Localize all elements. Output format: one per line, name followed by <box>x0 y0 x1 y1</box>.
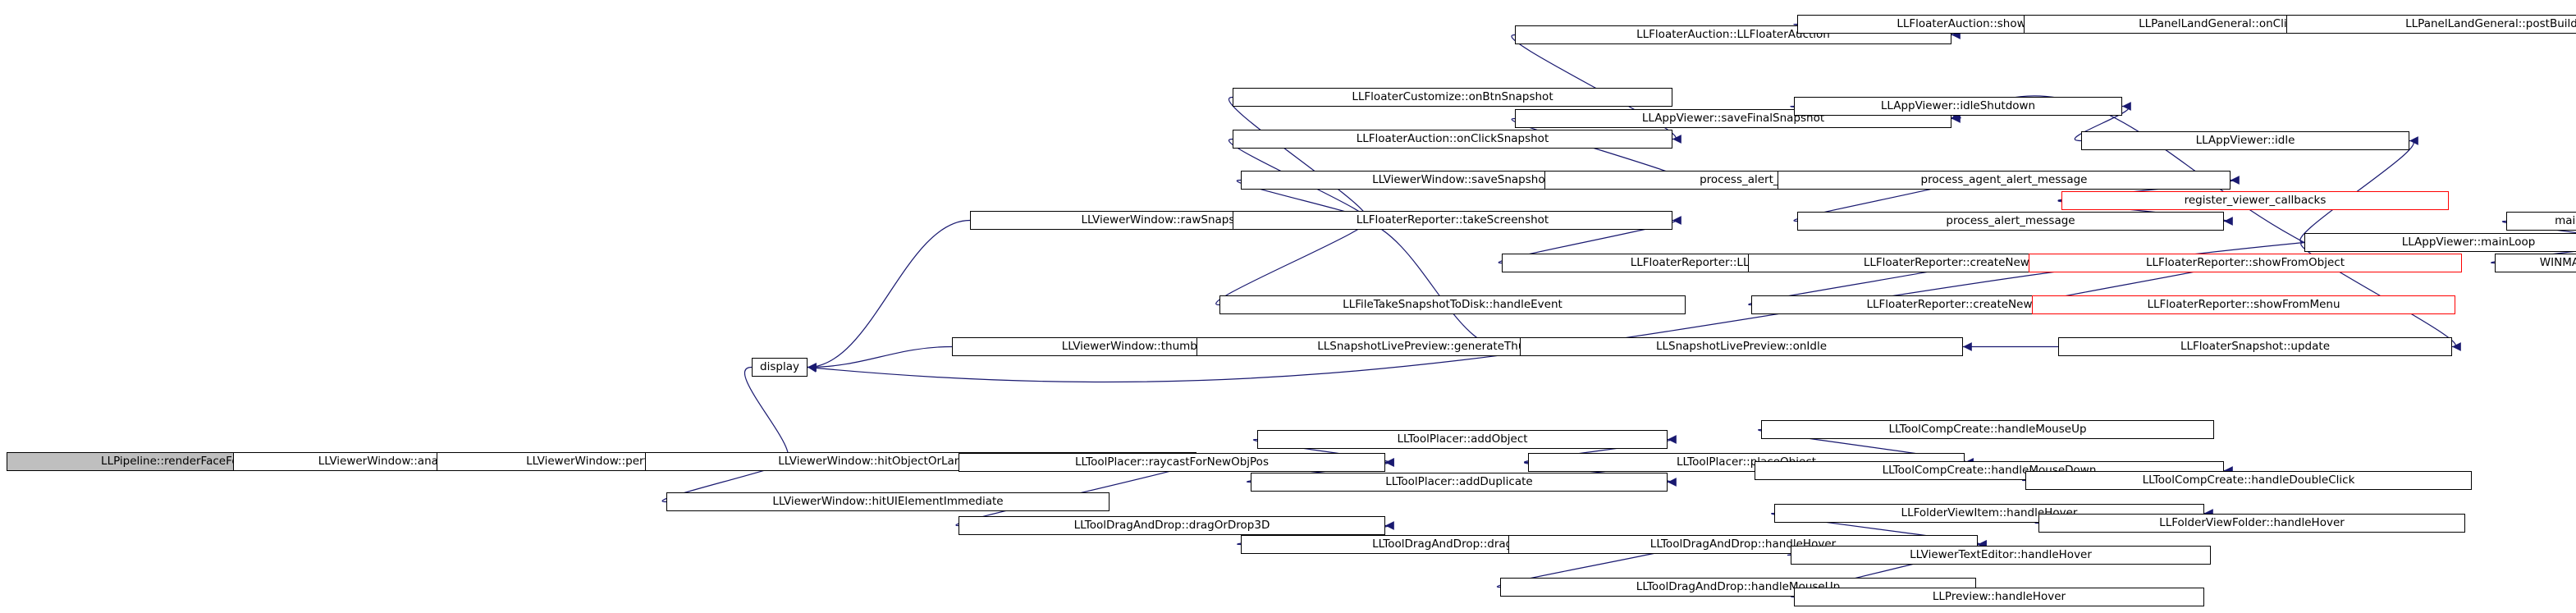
node-process-agent-alert-message[interactable]: process_agent_alert_message <box>1778 171 2231 190</box>
edge-placeObject-to-addDuplicate <box>1524 461 1677 487</box>
node-label: LLFloaterReporter::showFromMenu <box>2147 298 2340 311</box>
node-label: LLViewerTextEditor::handleHover <box>1910 548 2092 561</box>
node-label: LLToolCompCreate::handleDoubleClick <box>2142 473 2355 487</box>
node-app-idle[interactable]: LLAppViewer::idle <box>2081 131 2409 150</box>
node-label: LLViewerWindow::rawSnapshot <box>1081 213 1253 226</box>
node-label: LLToolPlacer::addDuplicate <box>1385 475 1533 488</box>
node-folder-view-folder-hover[interactable]: LLFolderViewFolder::handleHover <box>2038 514 2465 533</box>
edge-handleEvent-to-rawSnapshot <box>1215 216 1373 306</box>
node-label: LLToolDragAndDrop::dragOrDrop <box>1372 538 1553 551</box>
node-add-duplicate[interactable]: LLToolPlacer::addDuplicate <box>1251 473 1668 492</box>
edge-winmain-to-mainLoop <box>2491 250 2576 264</box>
node-show-from-menu[interactable]: LLFloaterReporter::showFromMenu <box>2032 295 2455 314</box>
node-label: LLPreview::handleHover <box>1932 590 2066 603</box>
node-label: LLFloaterAuction::onClickSnapshot <box>1356 132 1549 145</box>
edge-display-to-performPick <box>744 366 790 466</box>
node-register-viewer-callbacks[interactable]: register_viewer_callbacks <box>2061 191 2449 210</box>
node-label: register_viewer_callbacks <box>2184 194 2327 207</box>
node-label: LLFloaterReporter::takeScreenshot <box>1356 213 1549 226</box>
node-label: LLToolPlacer::addObject <box>1397 432 1528 446</box>
node-on-idle[interactable]: LLSnapshotLivePreview::onIdle <box>1520 337 1963 356</box>
node-handle-event[interactable]: LLFileTakeSnapshotToDisk::handleEvent <box>1219 295 1686 314</box>
node-label: LLToolCompCreate::handleMouseUp <box>1888 423 2087 436</box>
node-label: process_alert_message <box>1946 214 2075 227</box>
edge-addDuplicate-to-raycastForNewObjPos <box>1247 458 1394 483</box>
node-text-editor-hover[interactable]: LLViewerTextEditor::handleHover <box>1791 546 2211 565</box>
node-label: display <box>760 360 799 373</box>
edge-rawSnapshot-to-display <box>807 219 971 372</box>
node-label: LLFloaterCustomize::onBtnSnapshot <box>1352 90 1553 103</box>
node-drag-or-drop3-d[interactable]: LLToolDragAndDrop::dragOrDrop3D <box>959 516 1385 535</box>
node-show-from-object[interactable]: LLFloaterReporter::showFromObject <box>2029 254 2462 272</box>
node-preview-hover[interactable]: LLPreview::handleHover <box>1794 588 2204 606</box>
node-label: process_alert_core <box>1700 173 1803 186</box>
node-label: LLToolPlacer::raycastForNewObjPos <box>1075 455 1269 469</box>
edge-placeObject-to-addObject <box>1524 435 1677 464</box>
node-label: main <box>2555 214 2576 227</box>
node-comp-create-double-click[interactable]: LLToolCompCreate::handleDoubleClick <box>2025 471 2472 490</box>
node-take-screenshot[interactable]: LLFloaterReporter::takeScreenshot <box>1233 211 1672 230</box>
node-display[interactable]: display <box>752 358 808 377</box>
node-on-btn-snapshot[interactable]: LLFloaterCustomize::onBtnSnapshot <box>1233 88 1672 107</box>
node-process-alert-message[interactable]: process_alert_message <box>1797 212 2224 231</box>
edge-onBtnSnapshot-to-rawSnapshot <box>1229 96 1373 225</box>
node-label: LLAppViewer::mainLoop <box>2401 236 2536 249</box>
edge-appIdle-to-idleShutdown <box>2074 102 2131 142</box>
node-post-build[interactable]: LLPanelLandGeneral::postBuild <box>2286 15 2576 34</box>
node-label: LLFolderViewItem::handleHover <box>1901 506 2078 519</box>
node-comp-create-mouse-up[interactable]: LLToolCompCreate::handleMouseUp <box>1761 420 2214 439</box>
edge-registerViewerCallbacks-to-processAlertMessage <box>2057 199 2233 226</box>
node-label: LLFloaterAuction::show <box>1897 17 2026 30</box>
node-label: LLAppViewer::saveFinalSnapshot <box>1641 112 1825 125</box>
node-raycast-for-new-obj-pos[interactable]: LLToolPlacer::raycastForNewObjPos <box>959 453 1385 472</box>
node-label: LLToolDragAndDrop::handleMouseUp <box>1636 580 1841 593</box>
node-label: LLAppViewer::idleShutdown <box>1880 99 2036 112</box>
node-label: LLFolderViewFolder::handleHover <box>2159 516 2345 529</box>
node-label: LLAppViewer::idle <box>2195 134 2295 147</box>
edge-mainLoop-to-floaterSnapshotUpdate <box>2300 241 2461 351</box>
node-main-loop[interactable]: LLAppViewer::mainLoop <box>2304 233 2576 252</box>
node-add-object[interactable]: LLToolPlacer::addObject <box>1257 430 1668 449</box>
node-floater-snapshot-update[interactable]: LLFloaterSnapshot::update <box>2058 337 2452 356</box>
node-label: LLToolDragAndDrop::dragOrDrop3D <box>1073 519 1270 532</box>
node-label: LLToolDragAndDrop::handleHover <box>1649 538 1837 551</box>
node-winmain[interactable]: WINMAIN <box>2495 254 2576 272</box>
edge-main-to-mainLoop <box>2502 220 2576 234</box>
edge-thumbnailSnapshot-to-display <box>807 345 953 372</box>
edge-onIdle-to-rawSnapshot <box>1363 218 1521 350</box>
edge-floaterAuctionCtor-to-onClickSnapshot <box>1511 34 1681 144</box>
node-main[interactable]: main <box>2506 212 2576 231</box>
node-label: LLFloaterAuction::LLFloaterAuction <box>1636 28 1830 41</box>
node-label: LLSnapshotLivePreview::onIdle <box>1655 340 1828 353</box>
node-label: process_agent_alert_message <box>1920 173 2088 186</box>
node-label: LLPanelLandGeneral::postBuild <box>2405 17 2576 30</box>
node-on-click-snapshot[interactable]: LLFloaterAuction::onClickSnapshot <box>1233 130 1672 149</box>
node-label: LLFloaterReporter::showFromObject <box>2145 256 2345 269</box>
node-label: LLViewerWindow::hitUIElementImmediate <box>772 495 1004 508</box>
node-label: LLFloaterSnapshot::update <box>2180 340 2330 353</box>
node-idle-shutdown[interactable]: LLAppViewer::idleShutdown <box>1794 97 2122 116</box>
node-label: WINMAIN <box>2539 256 2576 269</box>
node-label: LLViewerWindow::saveSnapshot <box>1372 173 1549 186</box>
node-label: LLFileTakeSnapshotToDisk::handleEvent <box>1343 298 1563 311</box>
node-hit-u-i-element-immediate[interactable]: LLViewerWindow::hitUIElementImmediate <box>666 492 1110 511</box>
